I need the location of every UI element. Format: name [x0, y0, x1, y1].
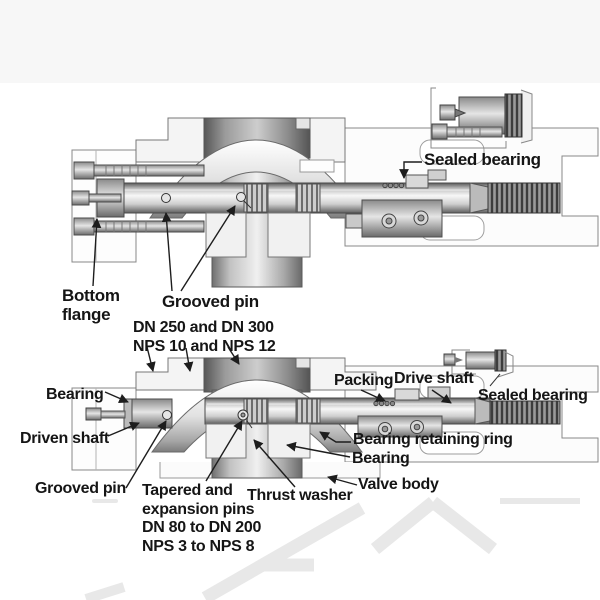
leader-lines [91, 161, 452, 489]
pin-note-line1: Tapered and [142, 482, 233, 499]
lower-bearing-right-label: Bearing [352, 450, 410, 467]
drive-shaft-label: Drive shaft [394, 370, 474, 387]
lower-valve-assembly [71, 357, 599, 479]
upper-size-note-line2: NPS 10 and NPS 12 [133, 338, 276, 355]
pin-note-block: Tapered and expansion pins DN 80 to DN 2… [142, 482, 261, 556]
upper-size-note-line1: DN 250 and DN 300 [133, 319, 274, 336]
driven-shaft-label: Driven shaft [20, 430, 109, 447]
upper-sealed-bearing-inset [430, 87, 533, 149]
pin-note-line4: NPS 3 to NPS 8 [142, 537, 255, 555]
upper-bearing-housing [345, 199, 443, 238]
pin-note-line3: DN 80 to DN 200 [142, 519, 262, 536]
lower-splined-end [489, 400, 561, 425]
lower-sealed-bearing-inset [443, 349, 514, 387]
upper-valve-assembly [71, 117, 599, 288]
bearing-retaining-ring-label: Bearing retaining ring [353, 431, 513, 448]
lower-grooved-pin-label: Grooved pin [35, 480, 126, 497]
bottom-flange-label: Bottom flange [62, 286, 120, 325]
pin-note-line2: expansion pins [142, 500, 255, 518]
top-band [0, 0, 600, 83]
lower-bearing-left-label: Bearing [46, 386, 104, 403]
lower-packing [373, 400, 396, 407]
valve-body-label: Valve body [358, 476, 439, 493]
upper-grooved-pin-label: Grooved pin [162, 292, 259, 311]
upper-sealed-bearing-label: Sealed bearing [424, 150, 541, 169]
upper-grooved-pins [161, 192, 252, 209]
upper-splined-end [487, 182, 561, 214]
lower-sealed-bearing-label: Sealed bearing [478, 387, 588, 404]
lower-pins [162, 409, 253, 429]
thrust-washer-label: Thrust washer [247, 487, 353, 504]
lower-bearing-housing [357, 415, 443, 438]
watermark [84, 496, 580, 600]
stray-mark [92, 499, 118, 503]
packing-label: Packing [334, 372, 394, 389]
upper-packing [382, 182, 405, 189]
upper-flange-bolts [71, 161, 205, 236]
